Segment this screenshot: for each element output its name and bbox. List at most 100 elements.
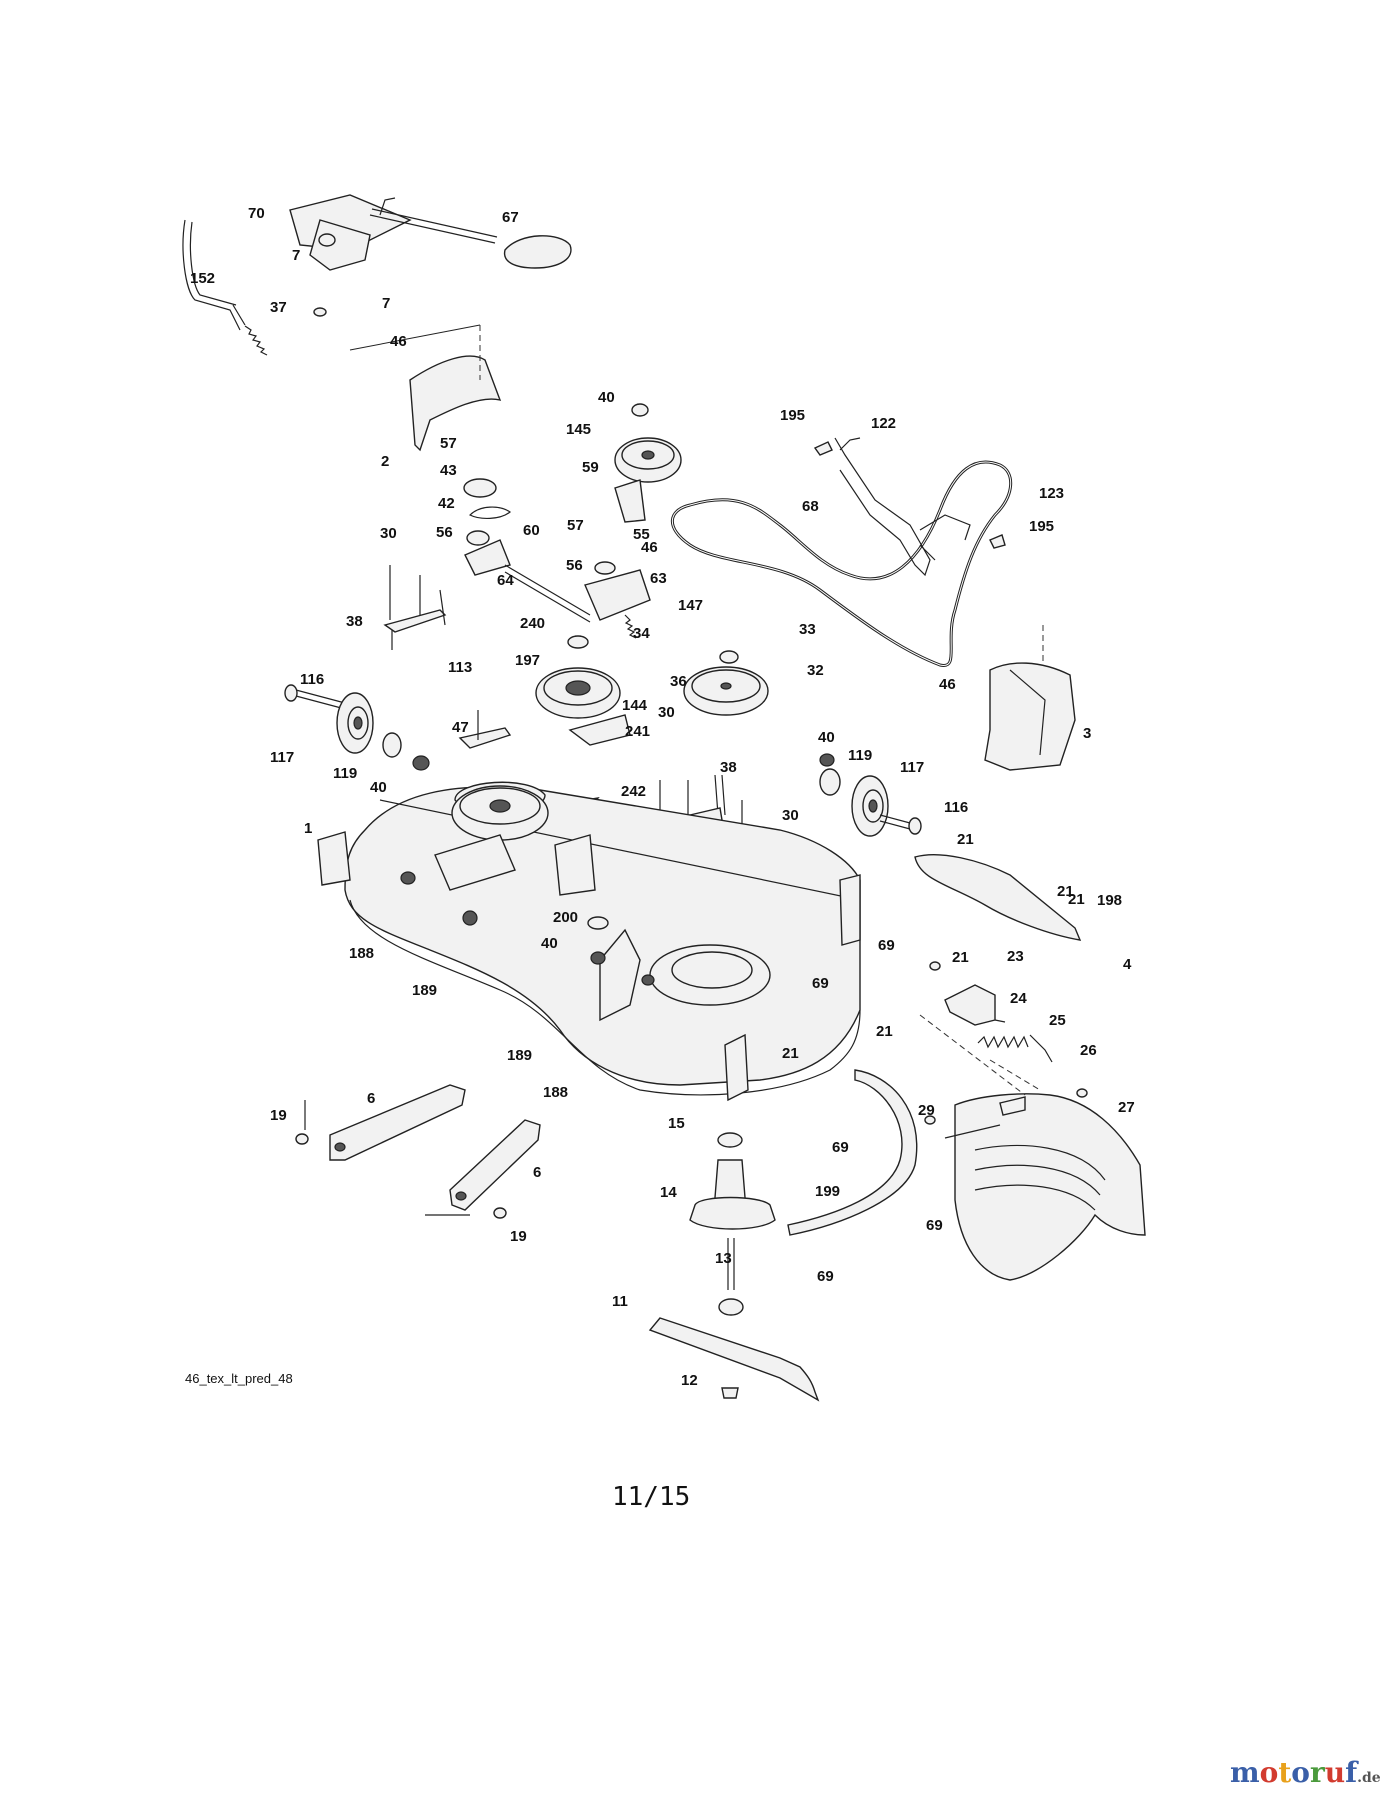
part-number-label: 69 [878, 937, 895, 954]
lift-handle-grip [503, 235, 572, 269]
part-number-label: 144 [622, 697, 648, 714]
part-number-label: 11 [612, 1293, 628, 1310]
mounting-arm-right [449, 1119, 541, 1219]
part-number-label: 57 [440, 435, 457, 452]
belt-guide-wire [813, 437, 1006, 577]
page-number: 11/15 [612, 1482, 690, 1512]
watermark-suffix: .de [1357, 1770, 1381, 1786]
gauge-wheel-left [284, 684, 430, 771]
part-number-label: 37 [270, 299, 287, 316]
part-number-label: 42 [438, 495, 455, 512]
part-number-label: 67 [502, 209, 519, 226]
part-number-label: 46 [939, 676, 956, 693]
watermark-letter: o [1260, 1756, 1279, 1789]
part-number-label: 21 [1057, 883, 1074, 900]
part-number-label: 145 [566, 421, 591, 438]
part-number-label: 21 [876, 1023, 893, 1040]
part-number-label: 33 [799, 621, 816, 638]
part-number-label: 199 [815, 1183, 840, 1200]
part-number-label: 25 [1049, 1012, 1066, 1029]
part-number-label: 27 [1118, 1099, 1135, 1116]
part-number-label: 147 [678, 597, 703, 614]
mower-blade [648, 1317, 820, 1402]
part-number-label: 200 [553, 909, 578, 926]
part-number-label: 24 [1010, 990, 1027, 1007]
part-number-label: 12 [681, 1372, 698, 1389]
blade-bolt [721, 1387, 739, 1399]
watermark-letter: u [1325, 1756, 1345, 1789]
part-number-label: 241 [625, 723, 650, 740]
part-number-label: 40 [598, 389, 615, 406]
bracket-left [383, 565, 447, 650]
part-number-label: 119 [333, 765, 357, 782]
fixed-pulley [683, 650, 769, 716]
part-number-label: 1 [304, 820, 312, 837]
part-number-label: 46 [390, 333, 407, 350]
part-number-label: 69 [926, 1217, 943, 1234]
part-number-label: 47 [452, 719, 469, 736]
part-number-label: 32 [807, 662, 824, 679]
part-number-label: 7 [292, 247, 300, 264]
dashed-lines-right [919, 1014, 1041, 1096]
part-number-label: 6 [533, 1164, 541, 1181]
part-number-label: 38 [346, 613, 363, 630]
watermark-logo: motoruf.de [1230, 1756, 1381, 1789]
part-number-label: 123 [1039, 485, 1064, 502]
deflector-rod-199 [787, 1069, 918, 1236]
part-number-label: 46 [641, 539, 658, 556]
part-number-label: 122 [871, 415, 896, 432]
part-number-label: 56 [436, 524, 453, 541]
part-number-label: 23 [1007, 948, 1024, 965]
mounting-bracket-23 [944, 984, 996, 1026]
watermark-letter: r [1310, 1756, 1326, 1789]
gauge-wheel-right [819, 753, 922, 837]
part-number-label: 189 [412, 982, 437, 999]
part-number-label: 198 [1097, 892, 1122, 909]
part-number-label: 13 [715, 1250, 732, 1267]
part-number-label: 15 [668, 1115, 685, 1132]
part-number-label: 189 [507, 1047, 532, 1064]
part-number-label: 56 [566, 557, 583, 574]
lift-lever-assembly [182, 194, 498, 356]
part-number-label: 36 [670, 673, 687, 690]
small-bolts [304, 961, 1088, 1216]
watermark-letter: m [1230, 1756, 1260, 1789]
part-number-label: 116 [944, 799, 968, 816]
part-number-label: 40 [370, 779, 387, 796]
spindle-assembly [689, 1132, 776, 1316]
part-number-label: 7 [382, 295, 390, 312]
part-number-label: 34 [633, 625, 650, 642]
part-number-label: 195 [780, 407, 805, 424]
part-number-label: 19 [510, 1228, 527, 1245]
part-number-label: 119 [848, 747, 872, 764]
part-number-label: 117 [270, 749, 294, 766]
part-number-label: 188 [543, 1084, 568, 1101]
part-number-label: 40 [818, 729, 835, 746]
part-number-label: 38 [720, 759, 737, 776]
part-number-label: 29 [918, 1102, 935, 1119]
watermark-letter: f [1345, 1756, 1359, 1789]
part-number-label: 69 [832, 1139, 849, 1156]
part-number-label: 197 [515, 652, 540, 669]
part-number-label: 21 [1068, 891, 1085, 908]
part-number-label: 69 [817, 1268, 834, 1285]
baffle-right [914, 854, 1082, 941]
part-number-label: 69 [812, 975, 829, 992]
part-number-label: 113 [448, 659, 472, 676]
part-number-label: 70 [248, 205, 265, 222]
part-number-label: 26 [1080, 1042, 1097, 1059]
part-number-label: 195 [1029, 518, 1054, 535]
diagram-reference: 46_tex_lt_pred_48 [185, 1371, 293, 1386]
part-number-label: 55 [633, 526, 650, 543]
part-number-label: 40 [541, 935, 558, 952]
part-number-label: 4 [1123, 956, 1132, 973]
part-number-label: 117 [900, 759, 924, 776]
part-number-label: 14 [660, 1184, 677, 1201]
part-number-label: 3 [1083, 725, 1091, 742]
idler-pulley-upper [614, 403, 682, 523]
part-number-label: 30 [658, 704, 675, 721]
spring-25 [977, 1019, 1053, 1063]
part-number-label: 116 [300, 671, 324, 688]
part-number-label: 152 [190, 270, 215, 287]
part-number-label: 19 [270, 1107, 287, 1124]
